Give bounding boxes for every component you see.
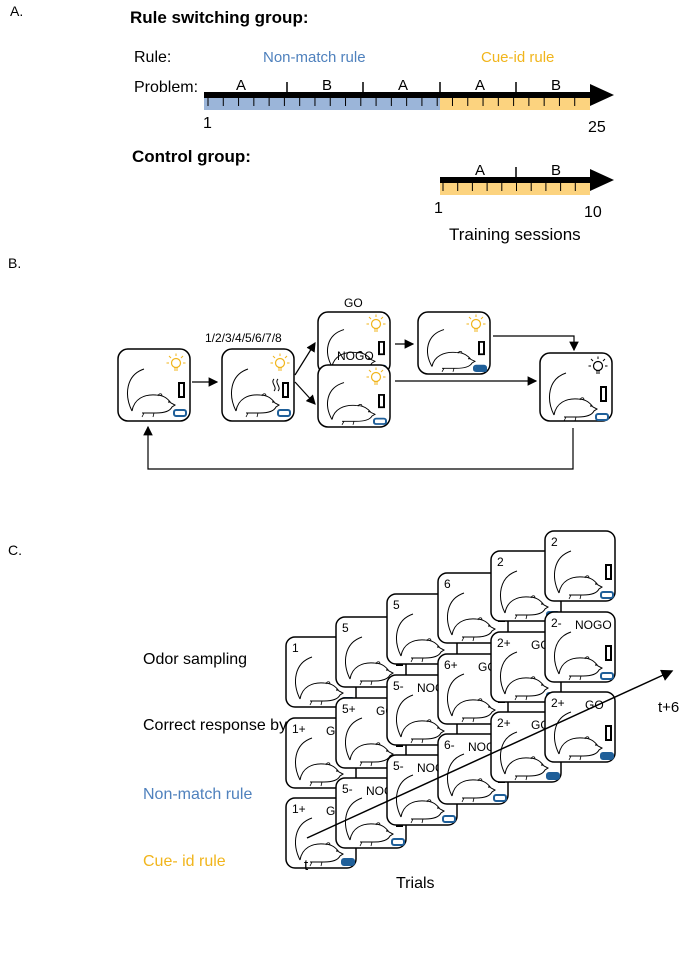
trial-box-r2-6: 2- NOGO [544,611,616,683]
problem-b-1: B [322,77,332,94]
trial-odor-label: 2+ [497,636,511,650]
trial-box-r3-6: 2+GO [544,691,616,763]
control-title: Control group: [132,147,251,166]
control-problem-a: A [475,162,485,179]
trial-odor-label: 2+ [497,716,511,730]
trial-odor-label: 6 [444,577,451,591]
trial-odor-label: 1 [292,641,299,655]
timeline-start: 1 [203,115,212,132]
chamber-end [539,352,613,422]
nogo-label: NOGO [337,349,374,363]
control-end: 10 [584,204,602,221]
trial-odor-label: 1+ [292,802,306,816]
trial-odor-label: 2 [551,535,558,549]
trial-odor-label: 1+ [292,722,306,736]
correct-response-label: Correct response by: [143,717,292,734]
rule-switching-title: Rule switching group: [130,8,309,27]
chamber-drink [417,311,491,375]
trial-odor-label: 5+ [342,702,356,716]
trial-odor-label: 5- [393,759,404,773]
panel-c-label: C. [8,542,22,558]
trial-odor-label: 5- [393,679,404,693]
problem-a-2: A [398,77,408,94]
trial-odor-label: 5- [342,782,353,796]
trial-box-r1-6: 2 [544,530,616,602]
trial-odor-label: 5 [393,598,400,612]
main-timeline [204,82,614,110]
panel-b-label: B. [8,255,21,271]
go-label: GO [344,296,363,310]
trial-odor-label: 2 [497,555,504,569]
cue-id-rule-c: Cue- id rule [143,853,226,870]
panel-a-label: A. [10,3,23,19]
non-match-rule-c: Non-match rule [143,786,252,803]
chamber-start [117,348,191,422]
trial-odor-label: 2- [551,616,562,630]
problem-b-2: B [551,77,561,94]
training-sessions-label: Training sessions [449,225,581,244]
trial-odor-label: 6- [444,738,455,752]
trial-response-label: NOGO [575,618,612,632]
control-start: 1 [434,200,443,217]
chamber-nogo [317,364,391,428]
panel-b-arrows [143,335,579,470]
trials-arrow [306,669,674,839]
odor-sampling-label: Odor sampling [143,651,247,668]
trial-odor-label: 2+ [551,696,565,710]
odor-numbers: 1/2/3/4/5/6/7/8 [205,331,282,345]
non-match-rule-label: Non-match rule [263,49,366,66]
chamber-odor [221,348,295,422]
problem-label: Problem: [134,79,198,96]
trial-odor-label: 5 [342,621,349,635]
problem-a-3: A [475,77,485,94]
trials-label: Trials [396,875,435,892]
timeline-end: 25 [588,119,606,136]
problem-a-1: A [236,77,246,94]
t-end-label: t+6 [658,699,679,716]
rule-label: Rule: [134,49,171,66]
cue-id-rule-label: Cue-id rule [481,49,554,66]
control-timeline [440,167,614,195]
t-start-label: t [304,857,309,874]
trial-odor-label: 6+ [444,658,458,672]
control-problem-b: B [551,162,561,179]
